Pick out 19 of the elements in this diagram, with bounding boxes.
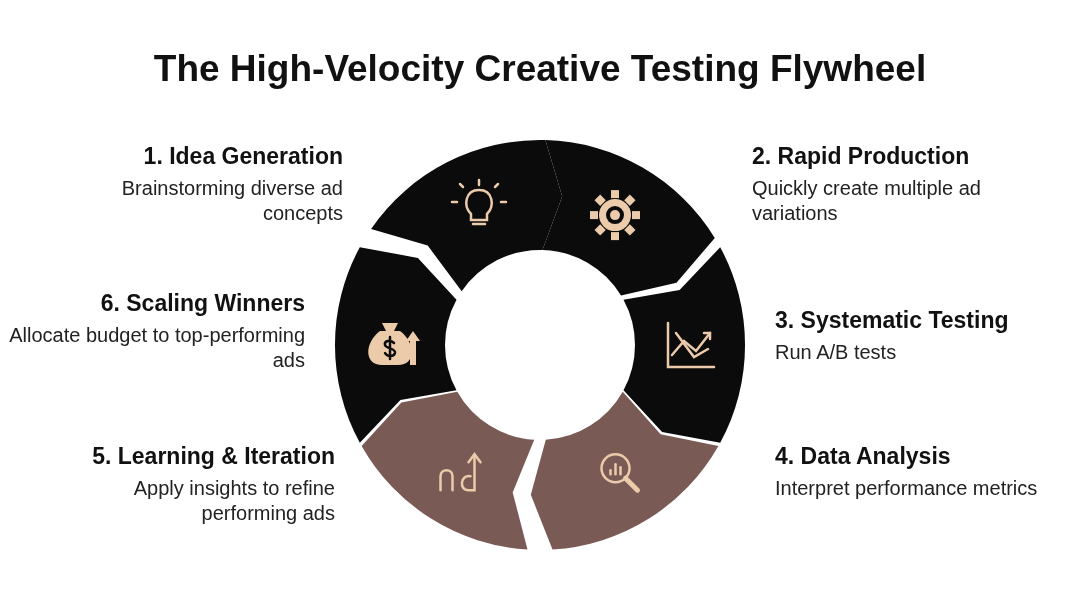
ring-segment xyxy=(371,140,563,292)
step-title: 5. Learning & Iteration xyxy=(92,443,335,470)
ring-segment xyxy=(361,391,535,550)
step-description: Brainstorming diverse ad concepts xyxy=(120,176,343,226)
step-description: Allocate budget to top-performing ads xyxy=(8,323,305,373)
step-title: 1. Idea Generation xyxy=(143,143,343,170)
step-title: 6. Scaling Winners xyxy=(100,290,305,317)
diagram-title: The High-Velocity Creative Testing Flywheel xyxy=(153,48,927,90)
step-description: Quickly create multiple ad variations xyxy=(752,176,982,226)
step-title: 3. Systematic Testing xyxy=(775,307,1009,334)
step-description: Run A/B tests xyxy=(775,340,897,365)
ring-segment xyxy=(530,391,719,550)
ring-segment xyxy=(623,247,746,443)
step-title: 4. Data Analysis xyxy=(775,443,951,470)
step-description: Apply insights to refine performing ads xyxy=(132,476,335,526)
step-description: Interpret performance metrics xyxy=(775,476,1038,501)
step-title: 2. Rapid Production xyxy=(752,143,970,170)
ring-segment xyxy=(334,247,457,443)
ring-segment xyxy=(542,140,715,296)
